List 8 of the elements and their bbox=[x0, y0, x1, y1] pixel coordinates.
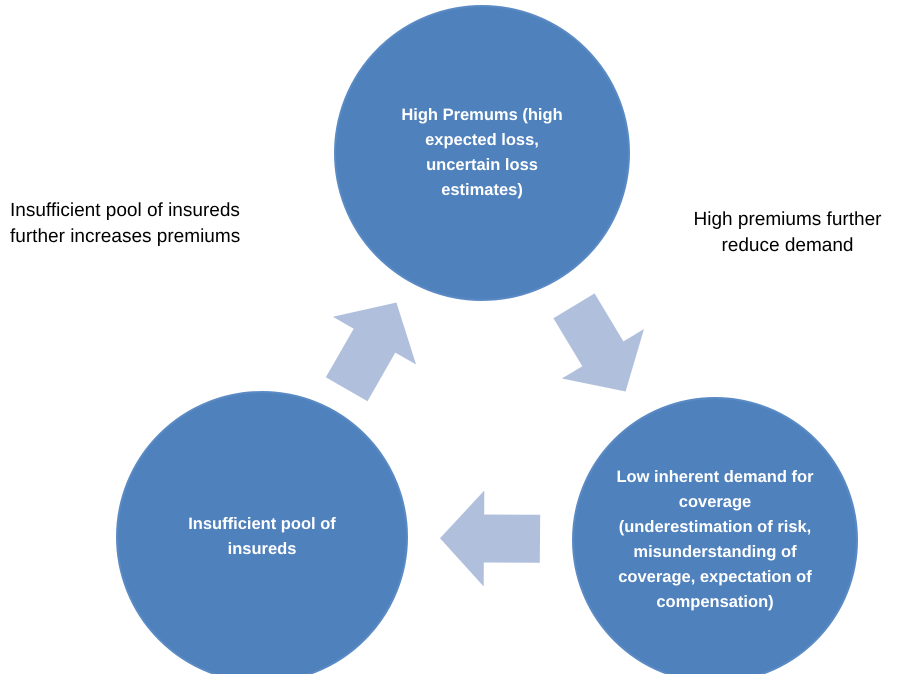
node-text: High Premums (high expected loss, uncertain loss estimates) bbox=[400, 105, 564, 201]
block-arrow bbox=[326, 302, 416, 402]
annotation-text: High premiums further reduce demand bbox=[692, 208, 882, 258]
annotation-text: Insufficient pool of insureds further increases premiums bbox=[10, 199, 242, 249]
node-text: Low inherent demand for coverage (underestimation of risk, misunderstanding of coverage, expectation of compensation) bbox=[615, 467, 815, 613]
node-text: Insufficient pool of insureds bbox=[187, 514, 337, 560]
block-arrow bbox=[553, 293, 644, 392]
block-arrow bbox=[440, 490, 540, 586]
